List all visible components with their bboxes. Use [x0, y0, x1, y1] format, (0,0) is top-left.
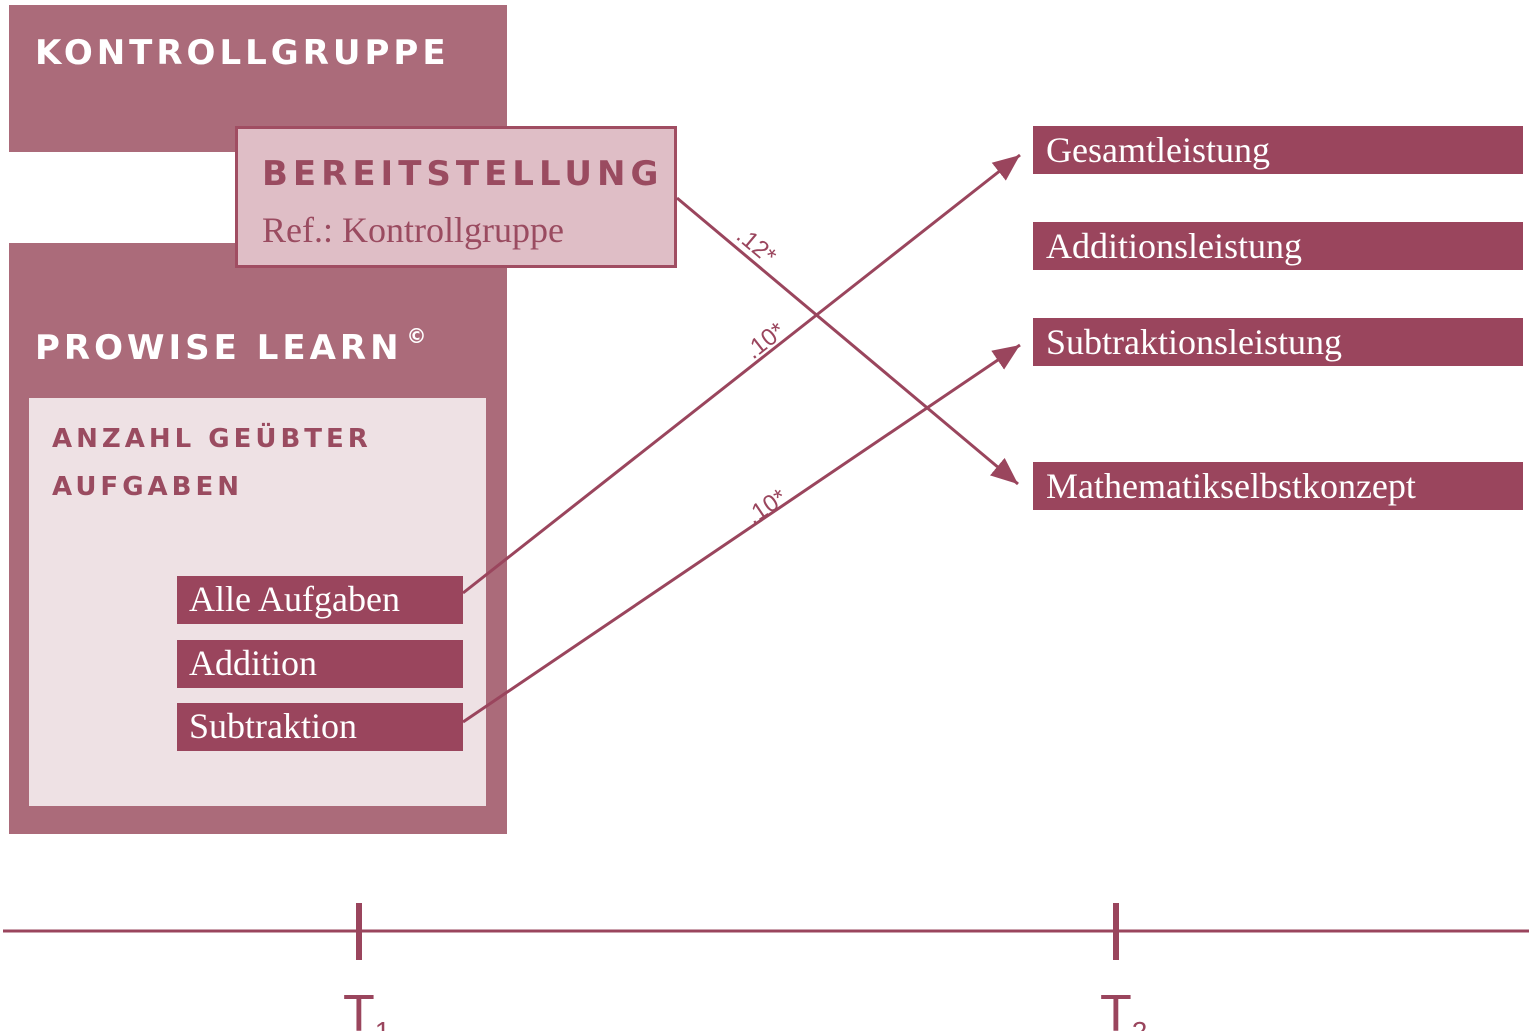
t1-subscript: 1: [375, 1016, 391, 1031]
outcome-gesamtleistung: Gesamtleistung: [1046, 130, 1270, 170]
coefficient-bereitstellung: .12*: [731, 222, 781, 270]
predictor-alle-aufgaben-box: [177, 576, 463, 624]
bereitstellung-title: BEREITSTELLUNG: [262, 154, 664, 194]
bereitstellung-reference: Ref.: Kontrollgruppe: [262, 210, 564, 250]
path-arrow-alle-aufgaben: [462, 153, 1021, 595]
predictor-alle-aufgaben: Alle Aufgaben: [189, 579, 400, 619]
prowise-learn-label: PROWISE LEARN: [35, 328, 403, 368]
predictor-subtraktion: Subtraktion: [189, 706, 357, 746]
copyright-mark: ©: [406, 324, 427, 348]
t2-main: T: [1100, 985, 1132, 1031]
coefficient-alle-aufgaben: .10*: [740, 317, 790, 365]
outcome-subtraktionsleistung-box: [1033, 318, 1523, 366]
predictor-subtraktion-box: [177, 703, 463, 751]
outcome-mathematikselbstkonzept: Mathematikselbstkonzept: [1046, 466, 1416, 506]
kontrollgruppe-title: KONTROLLGRUPPE: [35, 33, 450, 73]
path-arrow-bereitstellung: [676, 196, 1019, 486]
timeline-label-t2: T2: [1100, 985, 1147, 1031]
outcome-additionsleistung: Additionsleistung: [1046, 226, 1303, 266]
anzahl-title-line1: ANZAHL GEÜBTER: [52, 424, 372, 454]
path-arrow-subtraktion: [462, 343, 1021, 724]
outcome-subtraktionsleistung: Subtraktionsleistung: [1046, 322, 1342, 362]
anzahl-title-line2: AUFGABEN: [52, 472, 243, 502]
prowise-learn-title: PROWISE LEARN©: [35, 324, 427, 368]
t1-main: T: [343, 985, 375, 1031]
t2-subscript: 2: [1132, 1016, 1148, 1031]
predictor-addition-box: [177, 640, 463, 688]
outcome-mathematikselbstkonzept-box: [1033, 462, 1523, 510]
bereitstellung-box: [235, 126, 677, 268]
outcome-gesamtleistung-box: [1033, 126, 1523, 174]
outcome-additionsleistung-box: [1033, 222, 1523, 270]
coefficient-subtraktion: .10*: [741, 484, 792, 530]
predictor-addition: Addition: [189, 643, 318, 683]
timeline-label-t1: T1: [343, 985, 390, 1031]
